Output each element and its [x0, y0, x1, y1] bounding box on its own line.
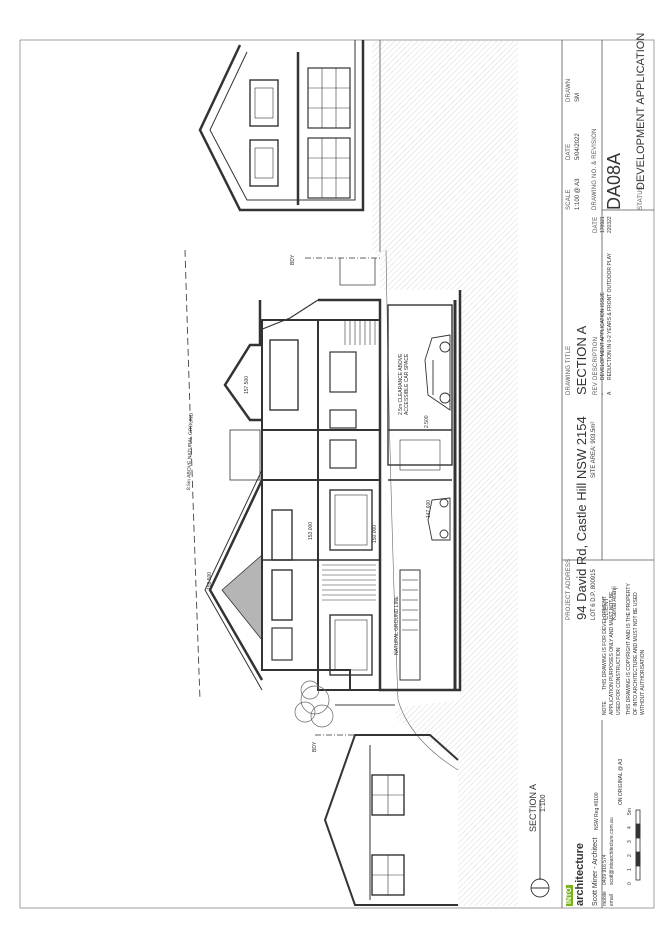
note-line-3: USED FOR CONSTRUCTION	[616, 647, 622, 716]
section-scale: 1:100	[540, 794, 547, 812]
natural-ground-label: NATURAL GROUND LINE	[394, 596, 400, 655]
natural-ground-curve	[385, 249, 459, 771]
drawn-value: SM	[575, 93, 581, 102]
copyright-line-3: WITHOUT AUTHORISATION	[640, 649, 646, 715]
project-address: 94 David Rd, Castle Hill NSW 2154	[574, 416, 589, 620]
client-name: Kamal Aranji	[612, 586, 618, 620]
boundary-label-left: BDY	[312, 741, 318, 752]
title-block-frame	[561, 40, 654, 908]
sheet-border	[19, 39, 655, 909]
boundary-label-right: BDY	[290, 254, 296, 265]
status-value: DEVELOPMENT APPLICATION	[635, 32, 647, 190]
project-address-label: PROJECT ADDRESS	[566, 558, 572, 620]
scale-tick-3: 3	[627, 840, 633, 843]
logo-word-architecture: architecture	[574, 843, 586, 906]
email-address: scott@intoarchitecture.com.au	[609, 817, 615, 885]
drawing-title-label: DRAWING TITLE	[566, 345, 572, 395]
drawing-title: SECTION A	[574, 325, 589, 395]
car-clearance-label-2: ACCESSIBLE CAR SPACE	[404, 353, 410, 415]
revision-row-1-desc: DEVELOPMENT APPLICATION ISSUE	[600, 292, 606, 380]
rl-label-4: 150.000	[372, 524, 378, 543]
date-label: DATE	[566, 143, 572, 160]
scale-value: 1:100 @ A3	[575, 178, 581, 210]
revision-col-date: DATE	[593, 216, 599, 233]
main-building	[204, 290, 462, 692]
neighbour-house-left	[323, 734, 459, 906]
scale-bar	[635, 809, 641, 881]
on-original-label: ON ORIGINAL @ A3	[618, 758, 624, 805]
drawn-label: DRAWN	[566, 78, 572, 102]
tree	[294, 680, 395, 728]
date-value: 5/04/2022	[575, 133, 581, 160]
height-plane	[184, 249, 201, 701]
earth-hatching	[365, 40, 518, 906]
project-site-area: SITE AREA: 903.5m²	[591, 421, 597, 478]
rl-label-6: 2.500	[424, 415, 430, 428]
revision-row-2-date: 220322	[607, 216, 613, 233]
revision-row-2-rev: A	[607, 391, 613, 395]
note-label: NOTE	[602, 701, 608, 715]
neighbour-house-right	[198, 40, 365, 212]
architect-name: Scott Miner - Architect	[592, 837, 599, 906]
revision-col-desc: DESCRIPTION	[593, 336, 599, 380]
revision-row-2-desc: REDUCTION IN 0-2 YEARS & FRONT OUTDOOR P…	[607, 253, 613, 380]
scale-tick-0: 0	[627, 882, 633, 885]
scale-tick-4: 4	[627, 826, 633, 829]
revision-row-1-rev: -	[600, 393, 606, 395]
car-small	[427, 497, 451, 541]
scale-label: SCALE	[566, 189, 572, 210]
drawing-number: DA08A	[604, 152, 624, 210]
architect-reg: NSW Reg #9100	[594, 792, 600, 830]
copyright-line-1: THIS DRAWING IS COPYRIGHT AND IS THE PRO…	[626, 583, 632, 715]
rl-label-5: 147.600	[426, 499, 432, 518]
project-lot: LOT 6 D.P. 800915	[591, 569, 597, 620]
scale-tick-2: 2	[627, 854, 633, 857]
section-label: SECTION A	[528, 783, 538, 832]
scale-tick-1: 1	[627, 868, 633, 871]
section-marker	[530, 800, 550, 898]
mobile-number: 0409 916 574	[602, 854, 608, 885]
drawing-no-label: DRAWING NO. & REVISION	[592, 128, 598, 210]
scale-tick-5: 5m	[627, 808, 633, 815]
rl-label-3: 153.000	[308, 521, 314, 540]
revision-col-rev: REV	[593, 382, 599, 395]
email-label: email	[609, 894, 615, 906]
rl-label-1: 159.500	[207, 571, 213, 590]
fence-right	[339, 258, 376, 286]
logo-word-into: INTO	[566, 885, 573, 906]
car-large	[424, 334, 451, 411]
roof-solid	[221, 554, 263, 642]
revision-row-1-date: 170921	[600, 216, 606, 233]
mobile-label: mobile	[602, 891, 608, 906]
client-label: CLIENT	[604, 597, 610, 620]
copyright-line-2: OF INTO ARCHITECTURE AND MUST NOT BE USE…	[633, 592, 639, 715]
rl-label-2: 157.500	[244, 375, 250, 394]
